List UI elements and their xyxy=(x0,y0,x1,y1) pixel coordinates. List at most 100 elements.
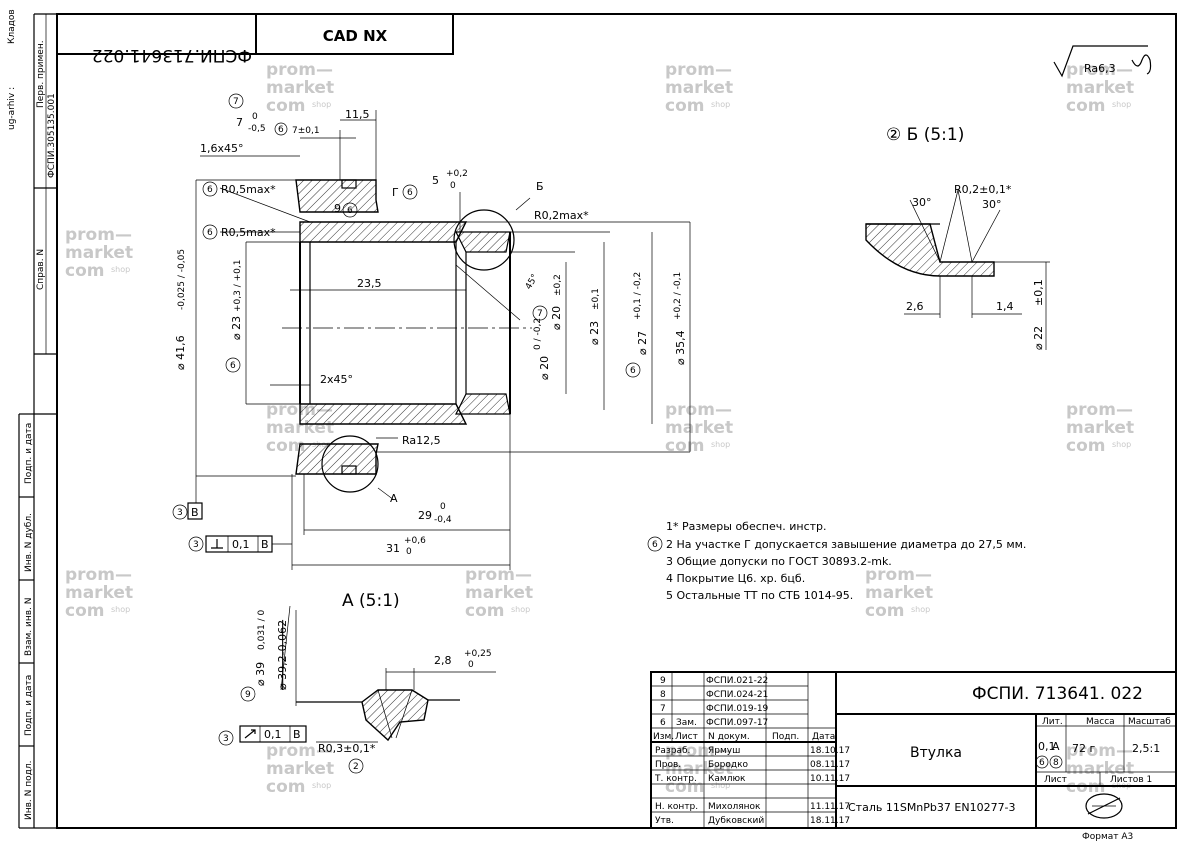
title-doc-number: ФСПИ. 713641. 022 xyxy=(972,684,1143,704)
svg-text:prom—: prom— xyxy=(465,565,532,585)
svg-text:com: com xyxy=(266,436,305,456)
note-5: 5 Остальные ТТ по СТБ 1014-95. xyxy=(666,589,853,602)
svg-text:prom—: prom— xyxy=(65,225,132,245)
sheets-label: Листов 1 xyxy=(1110,775,1152,785)
dim-7-tol-up: 0 xyxy=(252,112,258,122)
svg-text:6: 6 xyxy=(347,206,353,216)
change-9-n: 9 xyxy=(660,676,666,686)
svg-text:shop: shop xyxy=(1112,440,1131,449)
mass-header: Масса xyxy=(1086,717,1115,727)
g-label: Г xyxy=(392,186,399,199)
svg-text:6: 6 xyxy=(630,366,636,376)
svg-text:8: 8 xyxy=(1053,758,1059,768)
col-ndok: N докум. xyxy=(708,732,750,742)
svg-text:ФСПИ.024-21: ФСПИ.024-21 xyxy=(706,690,768,700)
dia-20-tol: ±0,2 xyxy=(553,274,563,296)
chamfer-1-6: 1,6x45° xyxy=(200,142,244,155)
svg-text:prom—: prom— xyxy=(665,400,732,420)
len-29-low: -0,4 xyxy=(434,515,452,525)
svg-text:shop: shop xyxy=(711,100,730,109)
lit-header: Лит. xyxy=(1042,717,1063,727)
dim-23-5: 23,5 xyxy=(357,277,382,290)
section-a-title: А (5:1) xyxy=(342,591,400,611)
a-dia-strike: ⌀ 39,2-0,062 xyxy=(276,620,289,690)
dia-35-4-tol: +0,2 / -0,1 xyxy=(673,272,683,320)
svg-text:10.11.17: 10.11.17 xyxy=(810,774,850,784)
prov-name: Бородко xyxy=(708,760,749,770)
dia-20b: ⌀ 20 xyxy=(538,356,551,380)
mirrored-doc-number: ФСПИ.713641.022 xyxy=(92,45,252,65)
top-stamp: ФСПИ.713641.022 CAD NX xyxy=(56,13,454,65)
svg-text:com: com xyxy=(665,96,704,116)
svg-text:ФСПИ.097-17: ФСПИ.097-17 xyxy=(706,718,768,728)
sprav-label: Справ. N xyxy=(36,249,46,290)
r05-lower: R0,5max* xyxy=(221,226,276,239)
len-29: 29 xyxy=(418,509,432,522)
dia-23b: ⌀ 23 xyxy=(588,321,601,345)
svg-text:prom—: prom— xyxy=(665,60,732,80)
svg-text:В: В xyxy=(293,728,301,741)
dia-23: ⌀ 23 xyxy=(230,316,243,340)
section-b-title: ② Б (5:1) xyxy=(886,125,964,145)
col-list: Лист xyxy=(675,732,698,742)
dia-35-4: ⌀ 35,4 xyxy=(674,330,687,365)
svg-text:9: 9 xyxy=(245,690,251,700)
roughness-symbol: Ra6,3 xyxy=(1053,45,1152,78)
svg-text:6: 6 xyxy=(207,228,213,238)
sheet-label: Лист xyxy=(1044,775,1067,785)
dim-5-up: +0,2 xyxy=(446,169,468,179)
svg-text:market: market xyxy=(1066,759,1134,779)
svg-text:shop: shop xyxy=(111,265,130,274)
svg-text:com: com xyxy=(665,436,704,456)
r02-label: R0,2max* xyxy=(534,209,589,222)
svg-text:com: com xyxy=(1066,436,1105,456)
svg-text:Н. контр.: Н. контр. xyxy=(655,802,698,812)
dia-41-6-tol: -0,025 / -0,05 xyxy=(177,249,187,310)
ra12-5: Ra12,5 xyxy=(402,434,441,447)
dia-27: ⌀ 27 xyxy=(636,331,649,355)
svg-text:7: 7 xyxy=(233,97,239,107)
svg-text:shop: shop xyxy=(511,605,530,614)
main-dim-lines xyxy=(195,110,691,570)
scale-header: Масштаб xyxy=(1128,717,1171,727)
svg-text:prom—: prom— xyxy=(65,565,132,585)
svg-text:shop: shop xyxy=(312,100,331,109)
svg-text:shop: shop xyxy=(1112,100,1131,109)
chamfer-2: 2x45° xyxy=(320,373,353,386)
col-data: Дата xyxy=(812,732,835,742)
col-izm: Изм. xyxy=(653,732,674,742)
technical-notes: 6 1* Размеры обеспеч. инстр. 2 На участк… xyxy=(647,520,1026,602)
section-b: ② Б (5:1) R0,2±0,1* 30° 30° 2,6 1,4 ⌀ 22… xyxy=(865,125,1050,350)
svg-text:6: 6 xyxy=(660,718,666,728)
svg-text:3: 3 xyxy=(177,508,183,518)
a-dim-2-8-up: +0,25 xyxy=(464,649,492,659)
note-3: 3 Общие допуски по ГОСТ 30893.2-mk. xyxy=(666,555,892,568)
dia-27-tol: +0,1 / -0,2 xyxy=(633,272,643,320)
dim-7: 7 xyxy=(236,116,243,129)
podp-data-label: Подп. и дата xyxy=(24,423,34,484)
svg-text:market: market xyxy=(65,583,133,603)
svg-text:В: В xyxy=(261,538,269,551)
svg-text:shop: shop xyxy=(911,605,930,614)
svg-text:market: market xyxy=(665,78,733,98)
a-r03: R0,3±0,1* xyxy=(318,742,376,755)
tol-runout: 0,1 xyxy=(264,728,282,741)
cad-label: CAD NX xyxy=(323,27,388,45)
svg-text:6: 6 xyxy=(407,188,413,198)
svg-text:com: com xyxy=(465,601,504,621)
svg-text:6: 6 xyxy=(230,361,236,371)
svg-text:com: com xyxy=(266,96,305,116)
r05-upper: R0,5max* xyxy=(221,183,276,196)
len-29-up: 0 xyxy=(440,502,446,512)
svg-text:shop: shop xyxy=(111,605,130,614)
dia-23-tol: +0,3 / +0,1 xyxy=(233,260,243,312)
title-block: 9 ФСПИ.021-22 8 ФСПИ.024-21 7 ФСПИ.019-1… xyxy=(650,671,1177,842)
svg-text:prom—: prom— xyxy=(266,741,333,761)
svg-text:market: market xyxy=(1066,78,1134,98)
svg-text:com: com xyxy=(266,777,305,797)
dim-5: 5 xyxy=(432,174,439,187)
b-dia-22-tol: ±0,1 xyxy=(1032,279,1045,306)
lit-value: 0,1 xyxy=(1038,740,1056,753)
svg-text:Т. контр.: Т. контр. xyxy=(654,774,697,784)
roughness-text: Ra6,3 xyxy=(1084,62,1116,75)
